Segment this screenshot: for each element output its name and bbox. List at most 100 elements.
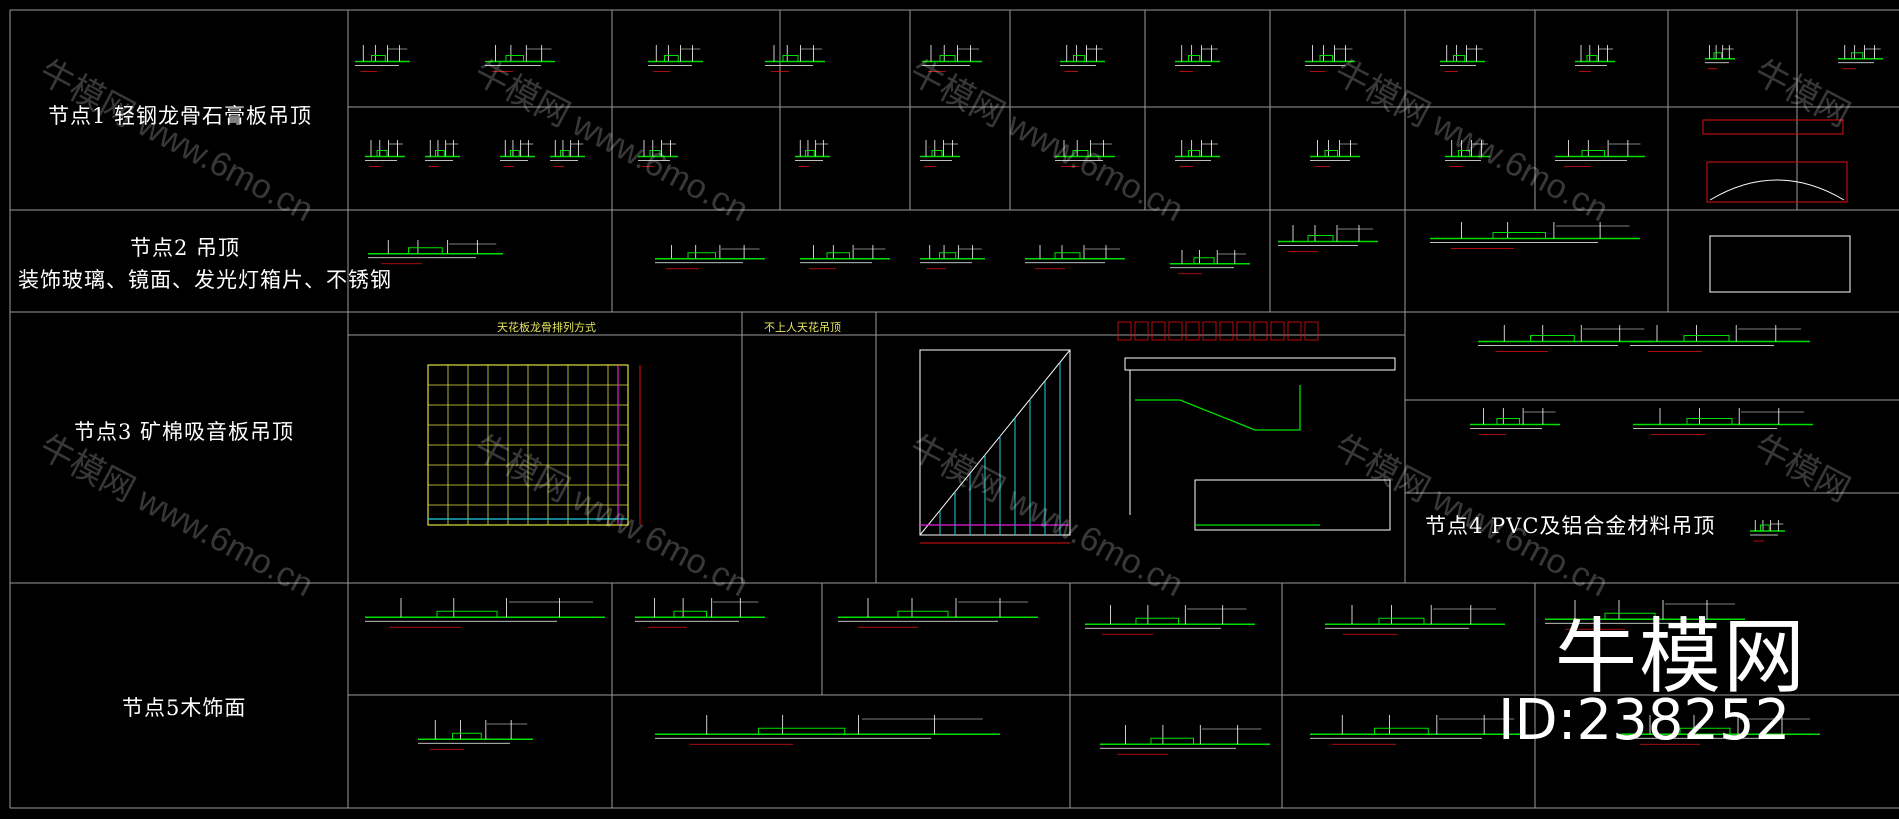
profile-box [939, 252, 957, 260]
profile-box [1073, 55, 1086, 62]
detail-sketch [920, 245, 985, 270]
brand-logo-text: 牛模网 [1555, 610, 1808, 705]
detail-sketch [1445, 140, 1490, 167]
profile-box [1072, 150, 1089, 157]
profile-box [1496, 418, 1520, 425]
detail-box [1304, 321, 1319, 341]
row-label-node4: 节点4 PVC及铝合金材料吊顶 [1425, 514, 1716, 538]
plan-outline [919, 349, 1071, 536]
profile-box [371, 55, 386, 62]
detail-sketch [638, 140, 678, 167]
large-plan-drawings [427, 321, 1396, 544]
panel-header-ceiling-layout: 天花板龙骨排列方式 [497, 321, 596, 334]
detail-sketch [1175, 45, 1220, 72]
profile-box [1686, 418, 1733, 425]
detail-sketch [1838, 45, 1883, 70]
detail-sketch [922, 45, 982, 72]
detail-sketch [485, 45, 555, 72]
detail-sketch [1170, 250, 1250, 275]
detail-sketch [655, 715, 1000, 745]
profile-box [1324, 150, 1338, 157]
detail-box [1185, 321, 1200, 341]
profile-box [1188, 150, 1201, 157]
model-id: ID:238252 [1498, 688, 1791, 753]
detail-sketch [1705, 45, 1735, 70]
section-profile [1135, 385, 1301, 431]
detail-sketch [355, 45, 410, 72]
profile-box [505, 55, 524, 62]
detail-box [1287, 321, 1302, 341]
detail-sketch [1620, 715, 1820, 745]
profile-box [782, 55, 799, 62]
detail-sketch [550, 140, 585, 167]
detail-sketch [1278, 225, 1378, 252]
profile-box [1135, 617, 1179, 625]
detail-sketch [1310, 715, 1525, 745]
detail-sketch [920, 140, 960, 167]
row-label-node5: 节点5木饰面 [122, 696, 247, 720]
detail-frame [1709, 235, 1851, 293]
row-label-node2-line1: 节点2 吊顶 [130, 236, 241, 260]
profile-box [1581, 150, 1605, 157]
profile-box [1851, 52, 1864, 60]
profile-box [897, 610, 949, 618]
profile-box [560, 150, 570, 157]
detail-sketch [1545, 600, 1745, 630]
profile-box [1458, 150, 1471, 157]
detail-sketch [1750, 520, 1785, 542]
profile-box [376, 150, 388, 157]
profile-box [408, 247, 443, 255]
profile-box [1530, 335, 1575, 342]
detail-sketch [1478, 325, 1653, 352]
profile-box [1307, 235, 1334, 242]
profile-box [1683, 335, 1730, 342]
profile-box [939, 55, 956, 62]
detail-box [1270, 321, 1285, 341]
section-box [1194, 479, 1391, 531]
profile-box [931, 150, 943, 157]
detail-box [1219, 321, 1234, 341]
profile-box [1188, 55, 1201, 62]
sheet-grid [9, 9, 1899, 809]
section-slab [1124, 357, 1396, 371]
plan-diagonal [919, 349, 1071, 536]
detail-sketch [1085, 605, 1255, 635]
detail-sketch [1630, 325, 1810, 352]
detail-drawings [355, 45, 1883, 755]
arch-curve [1709, 179, 1845, 201]
detail-box [1117, 321, 1132, 341]
detail-sketch [1633, 408, 1813, 435]
profile-box [1054, 252, 1081, 260]
detail-sketch [800, 245, 890, 270]
detail-frame [1702, 119, 1844, 135]
detail-sketch [1430, 222, 1640, 249]
detail-sketch [1555, 140, 1645, 167]
detail-box [1202, 321, 1217, 341]
detail-sketch [1060, 45, 1105, 72]
detail-sketch [1575, 45, 1615, 72]
row-label-node1: 节点1 轻钢龙骨石膏板吊顶 [48, 104, 313, 128]
profile-box [826, 252, 850, 260]
row-label-node3: 节点3 矿棉吸音板吊顶 [74, 420, 295, 444]
detail-box [1253, 321, 1268, 341]
profile-box [664, 55, 679, 62]
detail-sketch [648, 45, 703, 72]
profile-box [1713, 52, 1722, 60]
profile-box [1679, 727, 1731, 735]
detail-sketch [765, 45, 825, 72]
detail-box [1151, 321, 1166, 341]
detail-sketch [500, 140, 535, 167]
profile-box [1319, 55, 1333, 62]
detail-sketch [1055, 140, 1115, 167]
profile-box [1492, 232, 1546, 239]
detail-sketch [1310, 140, 1360, 167]
detail-sketch [1325, 605, 1505, 635]
profile-box [1150, 737, 1194, 745]
profile-box [1193, 257, 1215, 265]
profile-box [1586, 55, 1598, 62]
detail-box [1236, 321, 1251, 341]
detail-sketch [838, 598, 1038, 628]
detail-sketch [1175, 140, 1220, 167]
